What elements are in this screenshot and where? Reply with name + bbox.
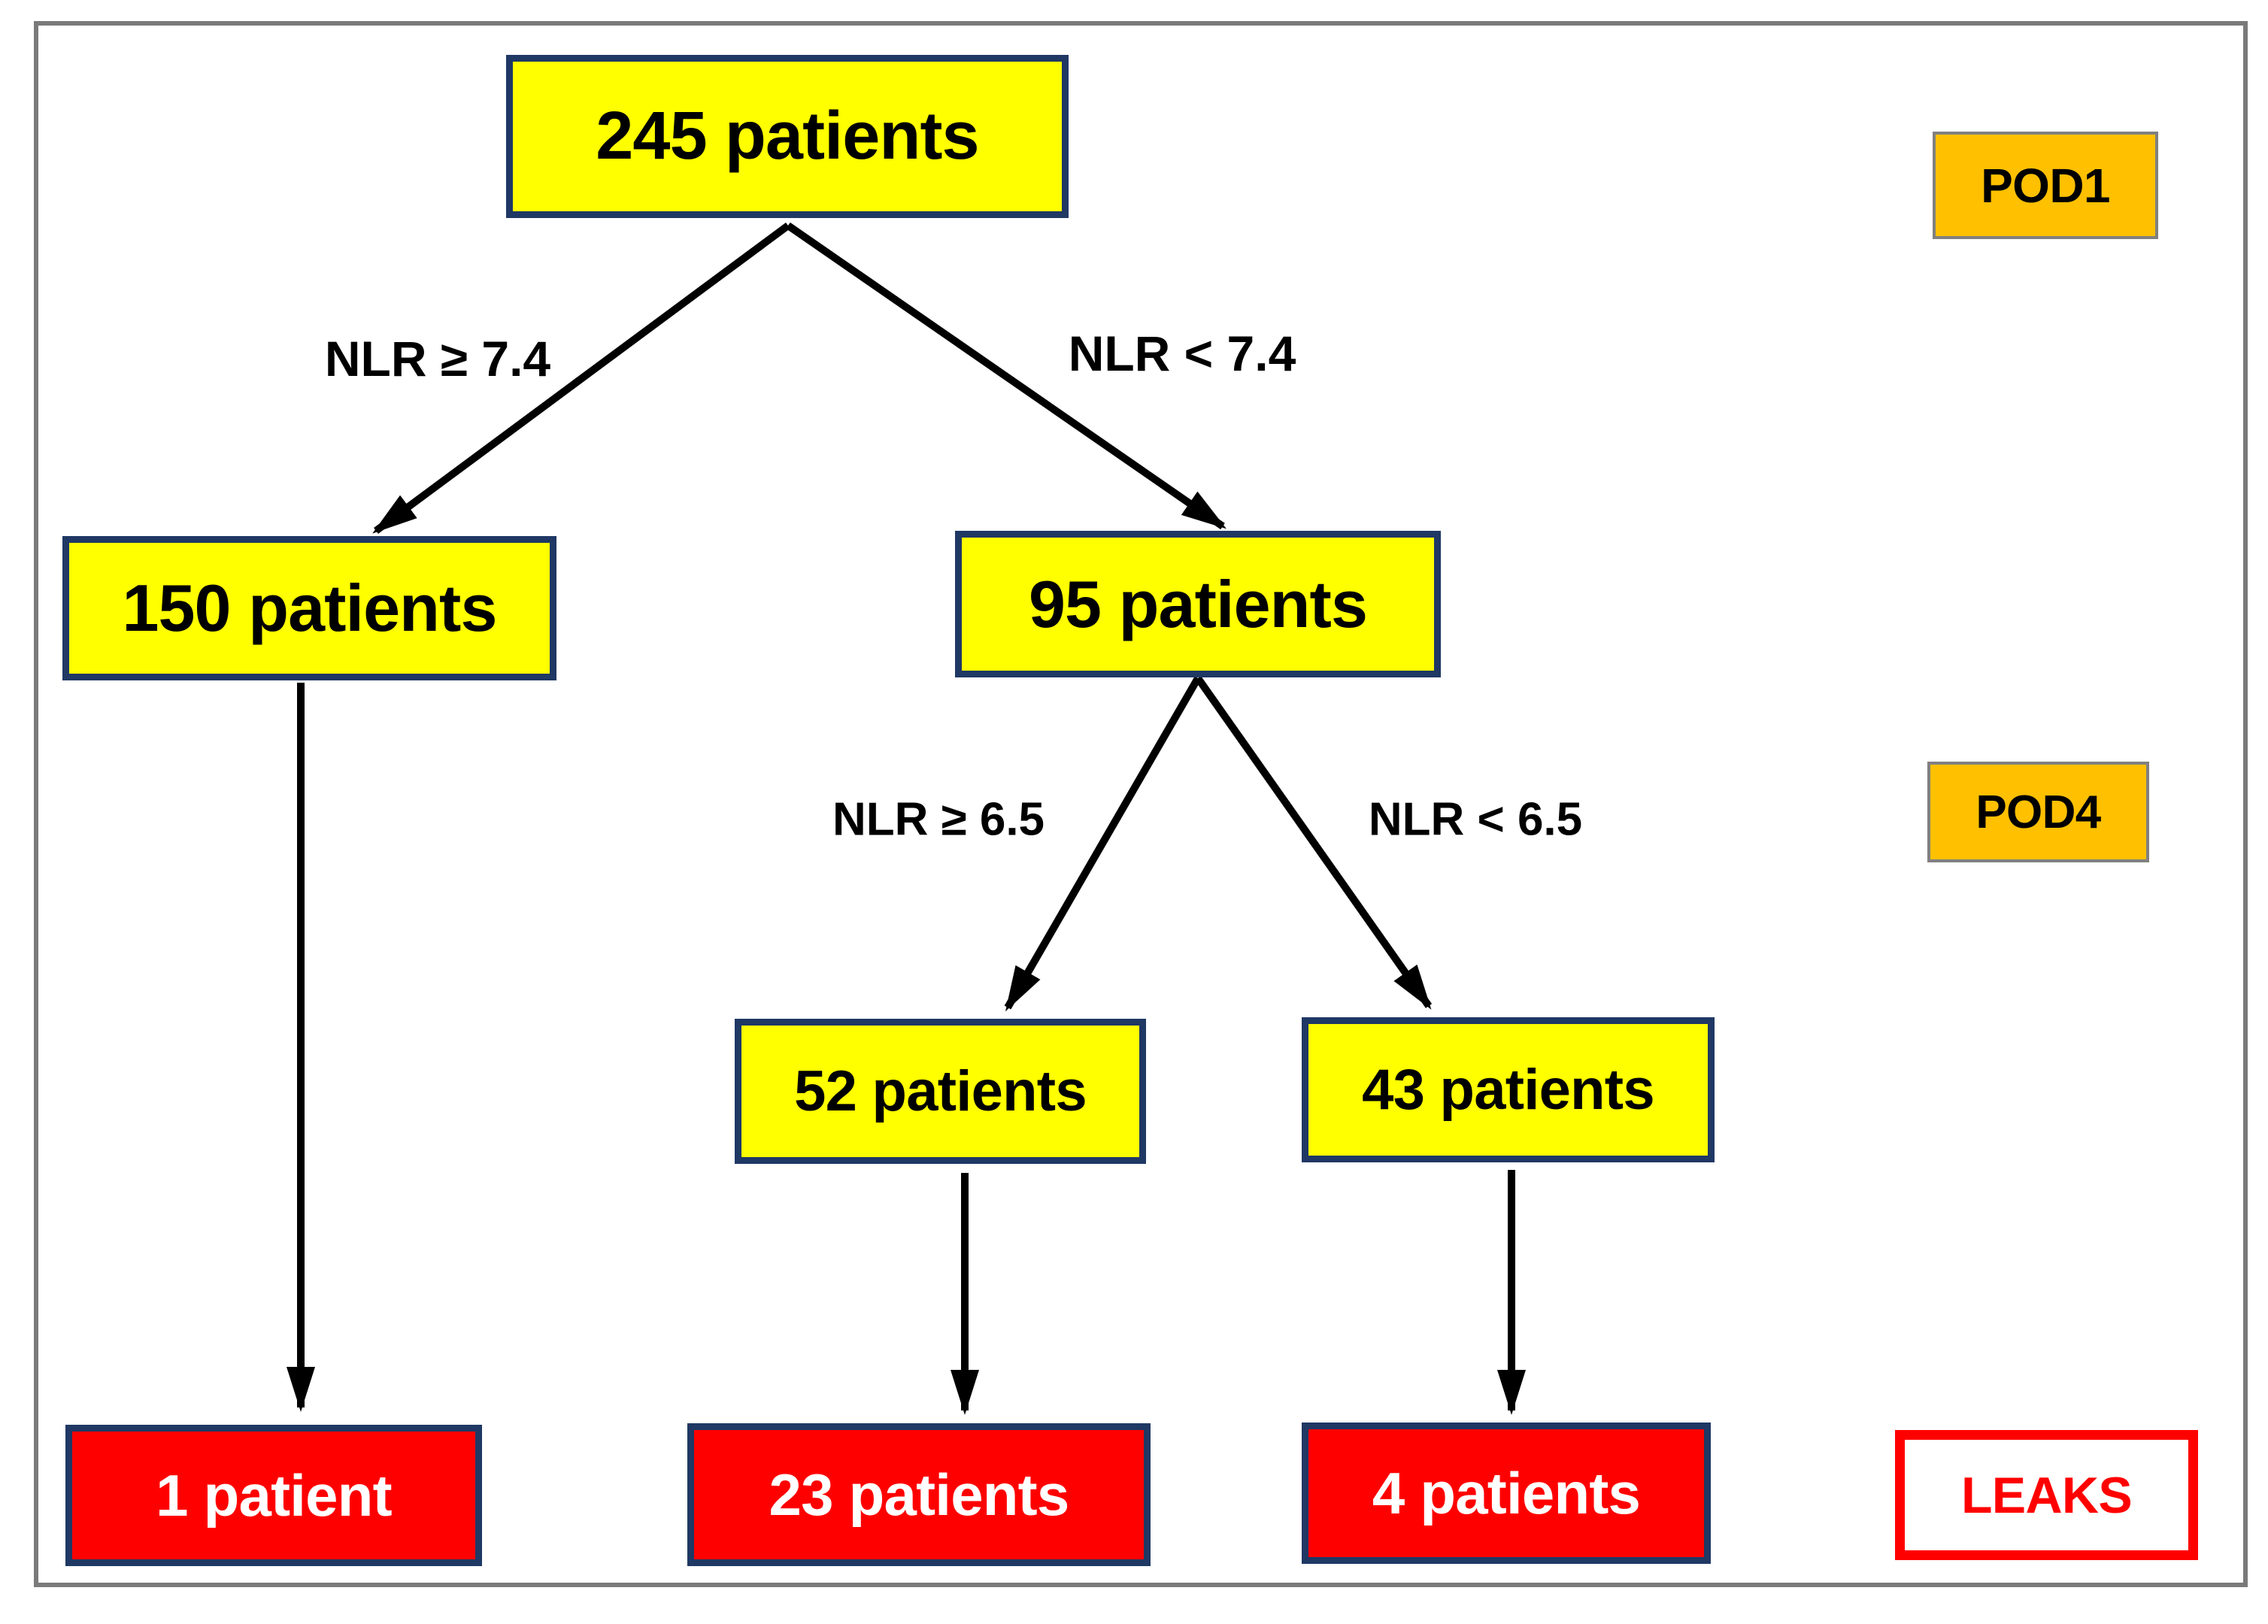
node-245-patients: 245 patients (506, 55, 1069, 218)
node-52-patients: 52 patients (735, 1019, 1146, 1164)
arrow-245-to-95 (786, 222, 1226, 530)
stage-label-pod4: POD4 (1927, 762, 2149, 862)
stage-label-leaks: LEAKS (1895, 1430, 2198, 1560)
edge-label-nlr-ge-6-5: NLR ≥ 6.5 (832, 793, 1045, 846)
arrow-95-to-43 (1194, 676, 1433, 1010)
node-23-patients: 23 patients (687, 1423, 1151, 1566)
arrow-95-to-52 (1004, 676, 1202, 1012)
arrow-245-to-150 (372, 222, 790, 535)
node-150-patients: 150 patients (62, 536, 556, 680)
node-43-patients: 43 patients (1302, 1017, 1715, 1162)
node-95-patients: 95 patients (955, 531, 1441, 677)
edge-label-nlr-lt-6-5: NLR < 6.5 (1368, 793, 1583, 846)
edge-label-nlr-lt-7-4: NLR < 7.4 (1068, 326, 1296, 381)
figure-border (34, 21, 2248, 1587)
edge-label-nlr-ge-7-4: NLR ≥ 7.4 (324, 331, 551, 386)
node-4-patients: 4 patients (1302, 1423, 1711, 1564)
stage-label-pod1: POD1 (1933, 132, 2158, 239)
node-1-patient: 1 patient (65, 1425, 482, 1566)
